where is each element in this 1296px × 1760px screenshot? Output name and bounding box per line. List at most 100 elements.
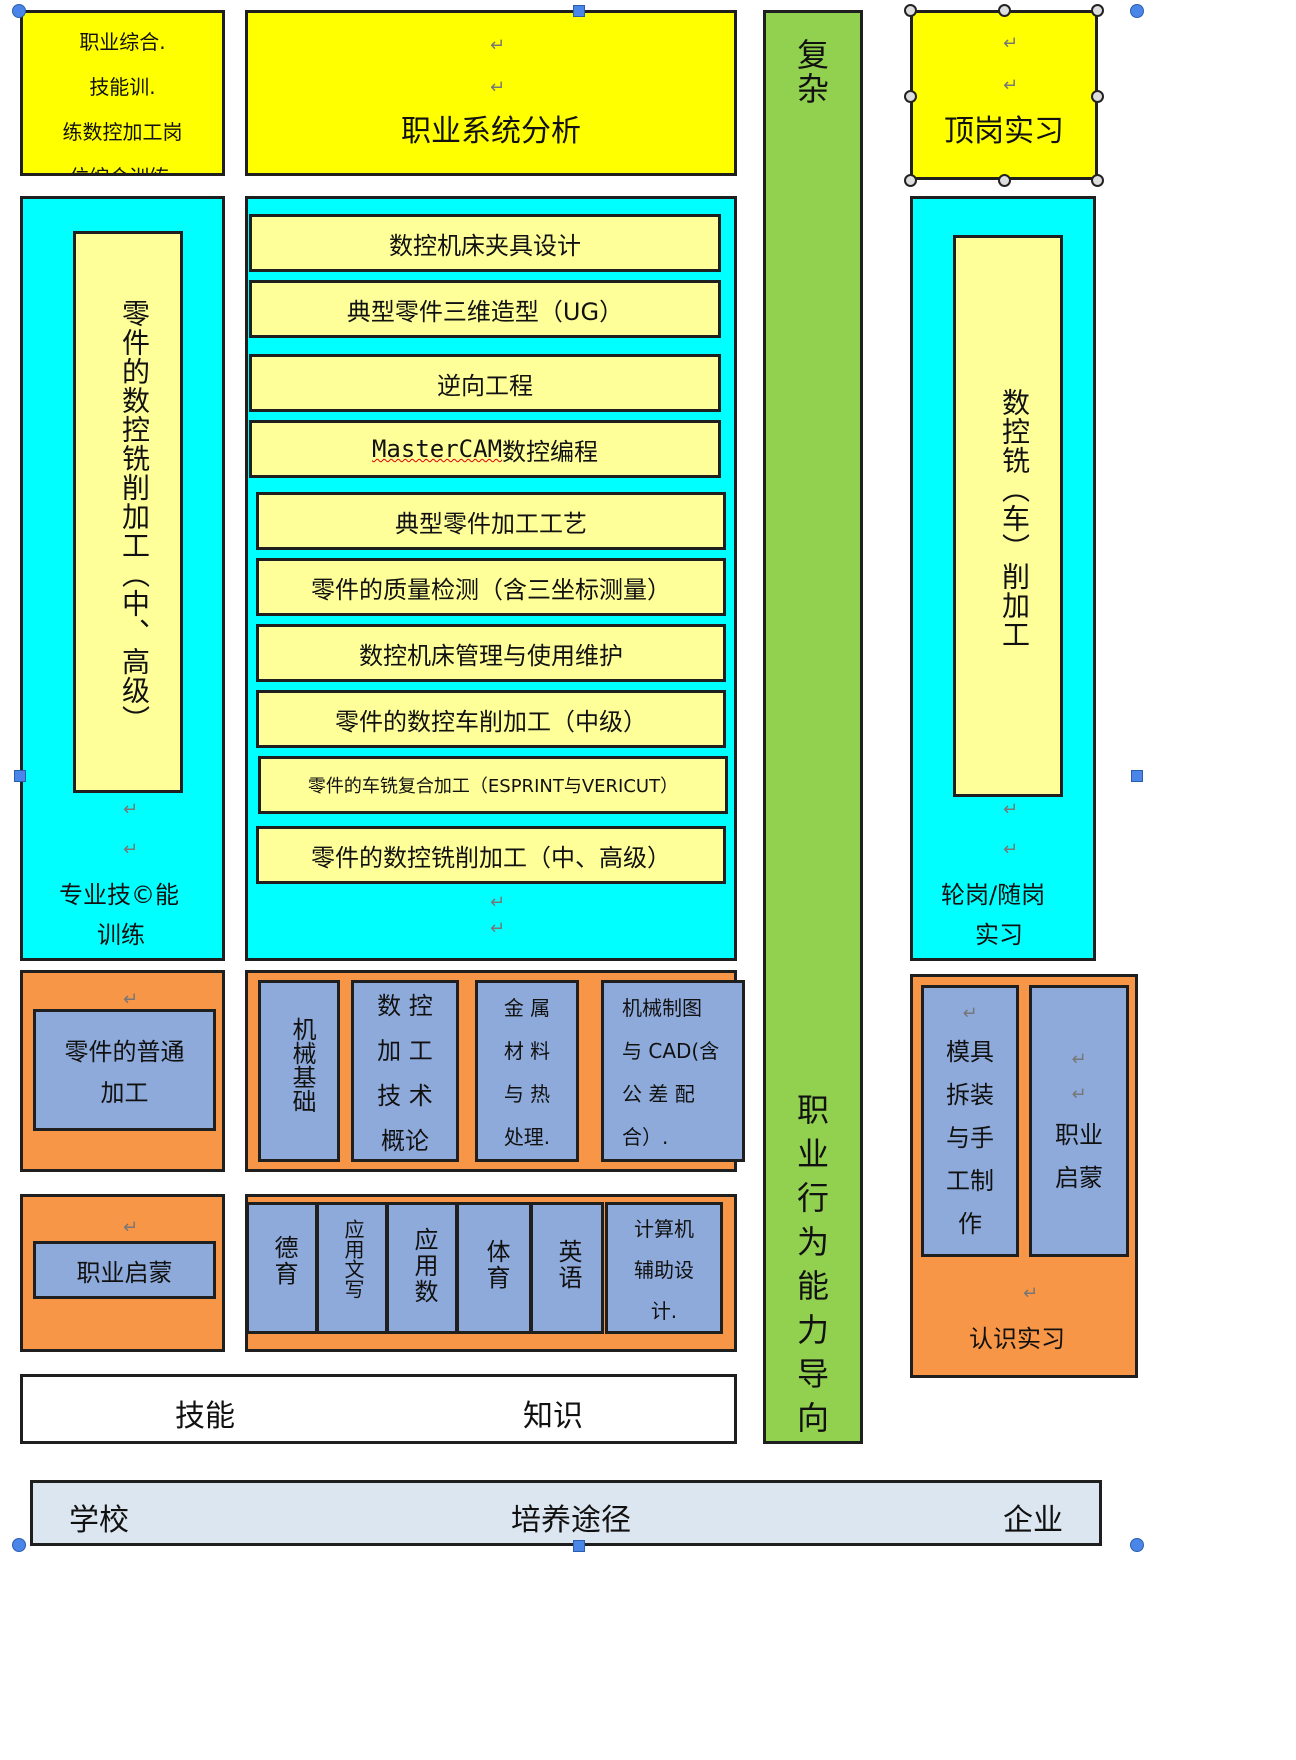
- selection-handle[interactable]: [12, 4, 26, 18]
- selection-handle[interactable]: [1130, 4, 1144, 18]
- return-mark: ↵: [1071, 1049, 1087, 1070]
- cad-line: 计.: [650, 1298, 678, 1323]
- shape-handle[interactable]: [998, 4, 1011, 17]
- professional-skill-caption: 训练: [97, 921, 145, 949]
- professional-skill-caption: 专业技©能: [59, 881, 179, 909]
- skill-label: 技能: [175, 1399, 235, 1434]
- course-item: 典型零件三维造型（UG）: [249, 280, 721, 338]
- shape-handle[interactable]: [998, 174, 1011, 187]
- selection-handle[interactable]: [14, 770, 26, 782]
- top-post-internship-box[interactable]: ↵ ↵ 顶岗实习: [910, 10, 1098, 180]
- rotation-internship-box: 数控铣（车）削加工 ↵ ↵ 轮岗/随岗 实习: [910, 196, 1096, 961]
- skill-knowledge-axis: 技能 知识: [20, 1374, 737, 1444]
- shape-handle[interactable]: [1091, 174, 1104, 187]
- training-path-label: 培养途径: [511, 1503, 631, 1538]
- mech-basics-box: 机械基础: [258, 980, 340, 1162]
- ordinary-machining-panel: ↵ 零件的普通 加工: [20, 970, 225, 1172]
- mold-line: 工制: [946, 1167, 994, 1195]
- general-enlightenment-panel: ↵ 职业启蒙: [20, 1194, 225, 1352]
- course-item: 零件的质量检测（含三坐标测量）: [256, 558, 726, 616]
- return-mark: ↵: [1071, 1084, 1087, 1105]
- return-mark: ↵: [490, 77, 506, 98]
- mold-line: 模具: [946, 1038, 994, 1066]
- return-mark: ↵: [123, 1217, 139, 1238]
- metal-box: 金 属 材 料 与 热 处理.: [475, 980, 579, 1162]
- rotation-caption: 轮岗/随岗: [941, 881, 1046, 909]
- mold-box: ↵ 模具 拆装 与手 工制 作: [921, 985, 1019, 1257]
- nc-tech-line: 加 工: [377, 1037, 433, 1065]
- drawing-line: 与 CAD(含: [622, 1039, 720, 1063]
- green-bar: 复杂 职业行为能力导向: [763, 10, 863, 1445]
- selection-handle[interactable]: [1131, 770, 1143, 782]
- return-mark: ↵: [123, 799, 139, 820]
- skill-comprehensive-line: 位综合训练.: [69, 162, 175, 173]
- milling-vertical-box: 零件的数控铣削加工（中、高级）: [73, 231, 183, 793]
- top-post-internship-label: 顶岗实习: [944, 114, 1064, 149]
- ordinary-machining-line: 零件的普通: [64, 1038, 185, 1066]
- english-box: 英语: [530, 1202, 604, 1334]
- course-item: 逆向工程: [249, 354, 721, 412]
- skill-comprehensive-box: 职业综合. 技能训. 练数控加工岗 位综合训练.: [20, 10, 225, 176]
- course-item: 零件的数控铣削加工（中、高级）: [256, 826, 726, 884]
- return-mark: ↵: [123, 839, 139, 860]
- enterprise-label: 企业: [1003, 1503, 1063, 1538]
- selection-handle[interactable]: [12, 1538, 26, 1552]
- moral-box: 德育: [246, 1202, 318, 1334]
- return-mark: ↵: [123, 989, 139, 1010]
- mech-basics-label: 机械基础: [288, 1017, 316, 1113]
- enterprise-enlightenment-line: 启蒙: [1055, 1164, 1103, 1192]
- writing-label: 应用文写: [341, 1219, 365, 1299]
- return-mark: ↵: [490, 35, 506, 56]
- drawing-box: 机械制图 与 CAD(含 公 差 配 合）.: [601, 980, 745, 1162]
- drawing-line: 公 差 配: [622, 1082, 695, 1106]
- return-mark: ↵: [1003, 839, 1019, 860]
- nc-tech-line: 技 术: [377, 1082, 433, 1110]
- writing-box: 应用文写: [316, 1202, 388, 1334]
- shape-handle[interactable]: [1091, 4, 1104, 17]
- training-path-bar: 学校 培养途径 企业: [30, 1480, 1102, 1546]
- drawing-line: 合）.: [622, 1125, 669, 1149]
- enterprise-enlightenment-line: 职业: [1055, 1121, 1103, 1149]
- ordinary-machining-box: 零件的普通 加工: [33, 1009, 216, 1131]
- cad-line: 辅助设: [634, 1257, 694, 1282]
- moral-label: 德育: [270, 1235, 298, 1287]
- rotation-caption: 实习: [975, 921, 1023, 949]
- course-item: 零件的数控车削加工（中级）: [256, 690, 726, 748]
- complex-label: 复杂: [792, 38, 830, 106]
- math-box: 应用数: [386, 1202, 458, 1334]
- return-mark: ↵: [490, 892, 506, 913]
- course-item: 零件的车铣复合加工（ESPRINT与VERICUT）: [258, 756, 728, 814]
- pe-label: 体育: [482, 1239, 510, 1291]
- metal-line: 与 热: [503, 1082, 551, 1106]
- return-mark: ↵: [1023, 1283, 1039, 1304]
- professional-skill-box: 零件的数控铣削加工（中、高级） ↵ ↵ 专业技©能 训练: [20, 196, 225, 961]
- pe-box: 体育: [456, 1202, 532, 1334]
- shape-handle[interactable]: [904, 174, 917, 187]
- shape-handle[interactable]: [904, 90, 917, 103]
- selection-handle[interactable]: [573, 5, 585, 17]
- course-item: 数控机床夹具设计: [249, 214, 721, 272]
- mold-line: 作: [958, 1210, 982, 1238]
- selection-handle[interactable]: [1130, 1538, 1144, 1552]
- metal-line: 金 属: [503, 996, 551, 1020]
- mastercam-label: MasterCAM: [371, 435, 503, 463]
- vocational-system-analysis-label: 职业系统分析: [401, 114, 581, 149]
- skill-comprehensive-line: 练数控加工岗: [62, 120, 183, 144]
- rotation-vertical-box: 数控铣（车）削加工: [953, 235, 1063, 797]
- drawing-line: 机械制图: [622, 996, 702, 1020]
- rotation-vertical-label: 数控铣（车）削加工: [998, 388, 1031, 649]
- shape-handle[interactable]: [904, 4, 917, 17]
- nc-tech-line: 概论: [381, 1127, 429, 1155]
- nc-tech-box: 数 控 加 工 技 术 概论: [351, 980, 459, 1162]
- ordinary-machining-line: 加工: [100, 1079, 149, 1107]
- english-label: 英语: [554, 1239, 582, 1291]
- vocational-system-analysis-box: ↵ ↵ 职业系统分析: [245, 10, 737, 176]
- return-mark: ↵: [1003, 75, 1019, 96]
- general-enlightenment-box: 职业启蒙: [33, 1241, 216, 1299]
- selection-handle[interactable]: [573, 1540, 585, 1552]
- metal-line: 处理.: [503, 1125, 551, 1149]
- enterprise-enlightenment-box: ↵ ↵ 职业 启蒙: [1029, 985, 1129, 1257]
- milling-vertical-label: 零件的数控铣削加工（中、高级）: [118, 299, 151, 734]
- shape-handle[interactable]: [1091, 90, 1104, 103]
- course-item: 数控机床管理与使用维护: [256, 624, 726, 682]
